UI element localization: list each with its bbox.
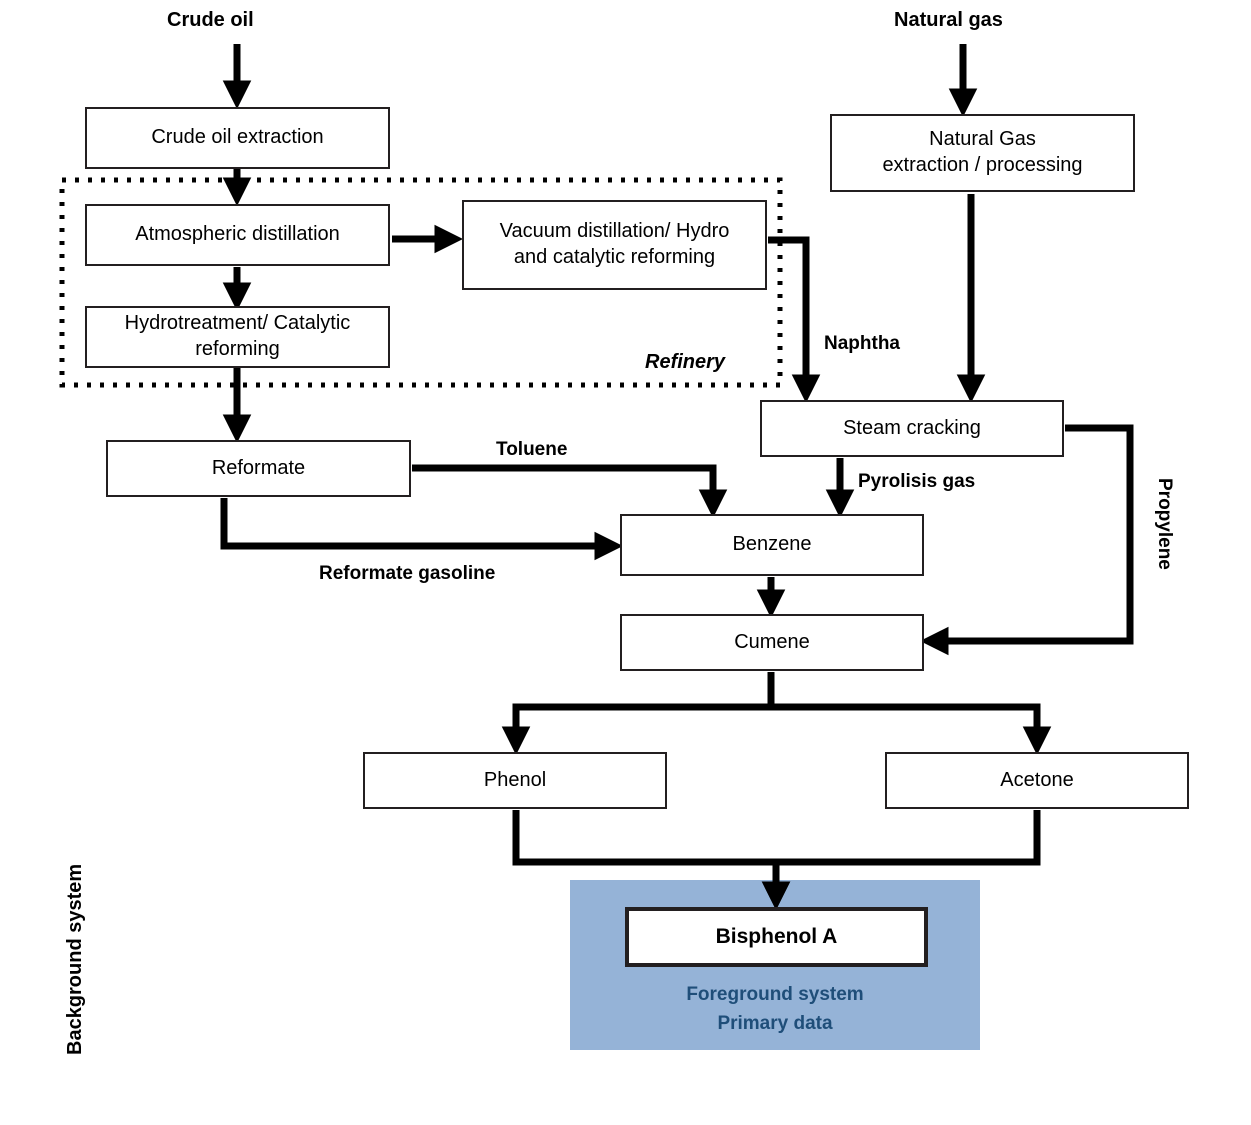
node-steam-cracking-label: Steam cracking <box>843 416 981 439</box>
node-cumene[interactable]: Cumene <box>620 614 924 671</box>
node-steam-cracking[interactable]: Steam cracking <box>760 400 1064 457</box>
node-vacuum-distillation-label-line1: Vacuum distillation/ Hydro <box>499 220 730 243</box>
primary-data-label: Primary data <box>717 1013 833 1034</box>
edge-cumene-to-phenol <box>501 672 775 756</box>
refinery-boundary <box>59 177 783 388</box>
node-reformate[interactable]: Reformate <box>106 440 411 497</box>
edge-cumene-to-acetone <box>767 672 1052 756</box>
node-crude-oil-extraction-label: Crude oil extraction <box>151 126 324 149</box>
flow-label-pyrolisis-gas: Pyrolisis gas <box>858 471 976 492</box>
node-natural-gas-extraction-label-line1: Natural Gas <box>929 128 1036 151</box>
foreground-system-label: Foreground system <box>686 984 864 1005</box>
node-acetone-label: Acetone <box>1000 768 1074 791</box>
node-phenol[interactable]: Phenol <box>363 752 667 809</box>
node-hydrotreatment-label-line1: Hydrotreatment/ Catalytic <box>124 312 351 335</box>
node-natural-gas-extraction-label-line2: extraction / processing <box>882 154 1083 176</box>
edge-propylene-to-cumene <box>919 424 1134 656</box>
node-crude-oil-extraction[interactable]: Crude oil extraction <box>85 107 390 169</box>
node-bisphenol-a-label: Bisphenol A <box>715 924 838 948</box>
node-cumene-label: Cumene <box>734 630 810 653</box>
node-bisphenol-a[interactable]: Bisphenol A <box>625 907 928 967</box>
node-natural-gas-extraction[interactable]: Natural Gas extraction / processing <box>830 114 1135 192</box>
node-benzene[interactable]: Benzene <box>620 514 924 576</box>
node-atmospheric-distillation[interactable]: Atmospheric distillation <box>85 204 390 266</box>
node-acetone[interactable]: Acetone <box>885 752 1189 809</box>
input-natural-gas-label: Natural gas <box>894 9 1003 31</box>
node-hydrotreatment-label-line2: reforming <box>195 338 280 360</box>
flow-label-propylene: Propylene <box>1154 478 1175 570</box>
input-crude-oil-label: Crude oil <box>167 9 254 31</box>
node-benzene-label: Benzene <box>732 533 812 556</box>
edge-toluene-to-benzene <box>412 464 728 519</box>
node-vacuum-distillation[interactable]: Vacuum distillation/ Hydro and catalytic… <box>462 200 767 290</box>
node-atmospheric-distillation-label: Atmospheric distillation <box>135 223 340 246</box>
node-hydrotreatment[interactable]: Hydrotreatment/ Catalytic reforming <box>85 306 390 368</box>
node-phenol-label: Phenol <box>483 768 547 791</box>
edge-naphtha-to-steam-cracking <box>768 236 821 404</box>
edge-acetone-to-bisphenol <box>761 810 1041 911</box>
edge-reformate-gasoline-to-benzene <box>220 498 624 561</box>
node-vacuum-distillation-label-line2: and catalytic reforming <box>513 246 716 268</box>
refinery-boundary-label: Refinery <box>645 351 726 373</box>
node-reformate-label: Reformate <box>211 456 306 479</box>
background-system-label: Background system <box>64 863 86 1055</box>
flow-label-naphtha: Naphtha <box>824 333 900 354</box>
flow-label-toluene: Toluene <box>496 439 568 460</box>
flow-label-reformate-gasoline: Reformate gasoline <box>319 563 496 584</box>
edge-phenol-to-bisphenol <box>512 810 791 911</box>
